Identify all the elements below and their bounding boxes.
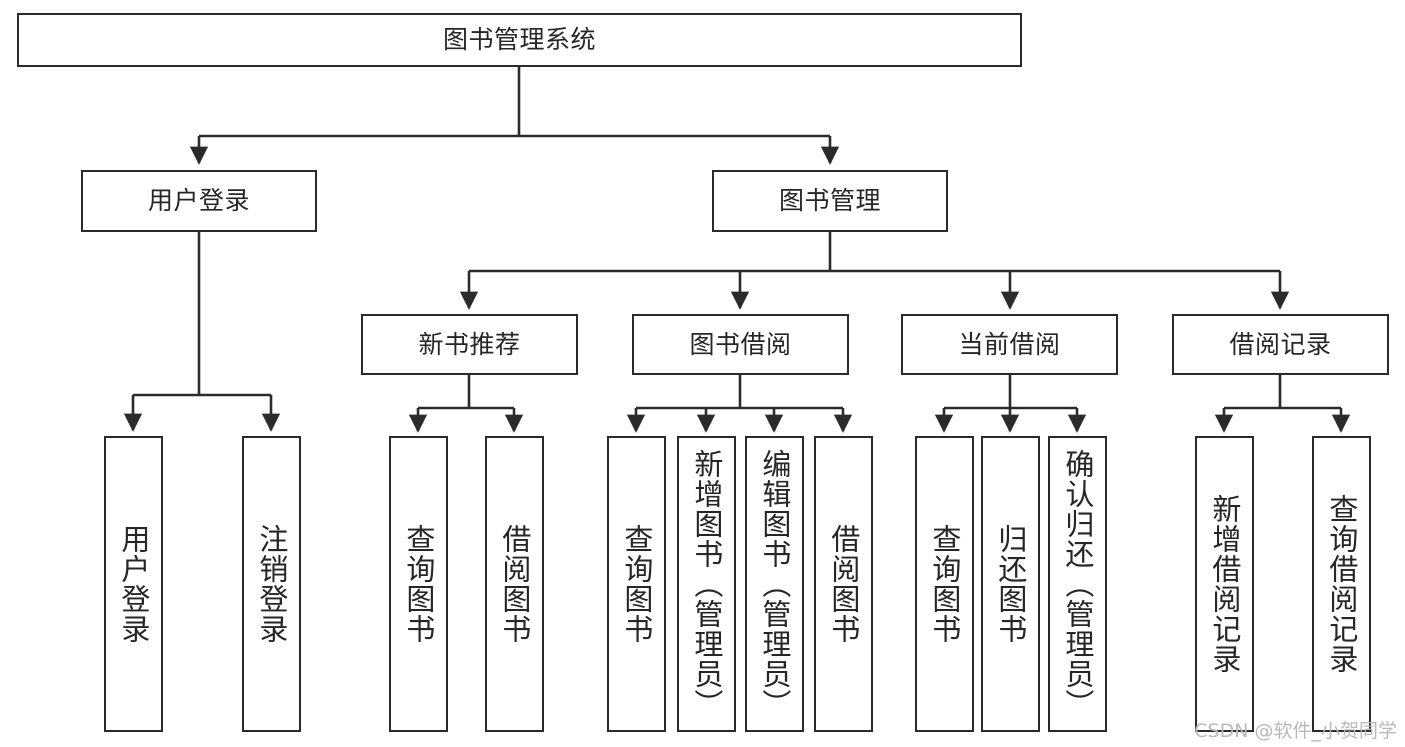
leaf-borrow-edit-book-admin[interactable]: 编辑图书（管理员） [745, 436, 804, 732]
node-borrow-record[interactable]: 借阅记录 [1172, 314, 1389, 375]
node-label: 用户登录 [116, 524, 151, 644]
leaf-current-confirm-return-admin[interactable]: 确认归还（管理员） [1048, 436, 1107, 732]
node-new-book-recommend[interactable]: 新书推荐 [361, 314, 578, 375]
node-label: 借阅图书 [826, 524, 861, 644]
leaf-current-return-book[interactable]: 归还图书 [981, 436, 1040, 732]
node-label: 图书借阅 [689, 329, 792, 359]
node-label: 查询图书 [619, 524, 654, 644]
leaf-record-query-record[interactable]: 查询借阅记录 [1312, 436, 1371, 732]
node-user-login[interactable]: 用户登录 [81, 170, 317, 232]
leaf-borrow-add-book-admin[interactable]: 新增图书（管理员） [677, 436, 736, 732]
node-label: 查询图书 [401, 524, 436, 644]
node-root-system[interactable]: 图书管理系统 [17, 13, 1022, 67]
csdn-watermark: CSDN @软件_小贺同学 [1194, 720, 1397, 742]
node-label: 查询借阅记录 [1324, 494, 1359, 674]
leaf-user-login-login[interactable]: 用户登录 [104, 436, 163, 732]
node-book-management[interactable]: 图书管理 [712, 170, 948, 232]
node-label: 借阅图书 [497, 524, 532, 644]
node-label: 图书管理 [778, 186, 881, 215]
leaf-recommend-borrow-book[interactable]: 借阅图书 [485, 436, 544, 732]
leaf-borrow-query-book[interactable]: 查询图书 [607, 436, 666, 732]
node-label: 新书推荐 [418, 329, 521, 359]
node-label: 确认归还（管理员） [1060, 449, 1095, 719]
leaf-recommend-query-book[interactable]: 查询图书 [389, 436, 448, 732]
node-book-borrow[interactable]: 图书借阅 [632, 314, 849, 375]
node-label: 借阅记录 [1229, 329, 1332, 359]
node-label: 查询图书 [927, 524, 962, 644]
node-label: 新增图书（管理员） [689, 449, 724, 719]
leaf-borrow-borrow-book[interactable]: 借阅图书 [814, 436, 873, 732]
leaf-user-login-logout[interactable]: 注销登录 [242, 436, 301, 732]
node-label: 新增借阅记录 [1207, 494, 1242, 674]
node-label: 编辑图书（管理员） [757, 449, 792, 719]
node-label: 当前借阅 [958, 329, 1061, 359]
node-label: 用户登录 [147, 186, 250, 215]
node-label: 图书管理系统 [442, 25, 596, 54]
node-current-borrow[interactable]: 当前借阅 [901, 314, 1118, 375]
node-label: 注销登录 [254, 524, 289, 644]
node-label: 归还图书 [993, 524, 1028, 644]
leaf-record-add-record[interactable]: 新增借阅记录 [1195, 436, 1254, 732]
leaf-current-query-book[interactable]: 查询图书 [915, 436, 974, 732]
